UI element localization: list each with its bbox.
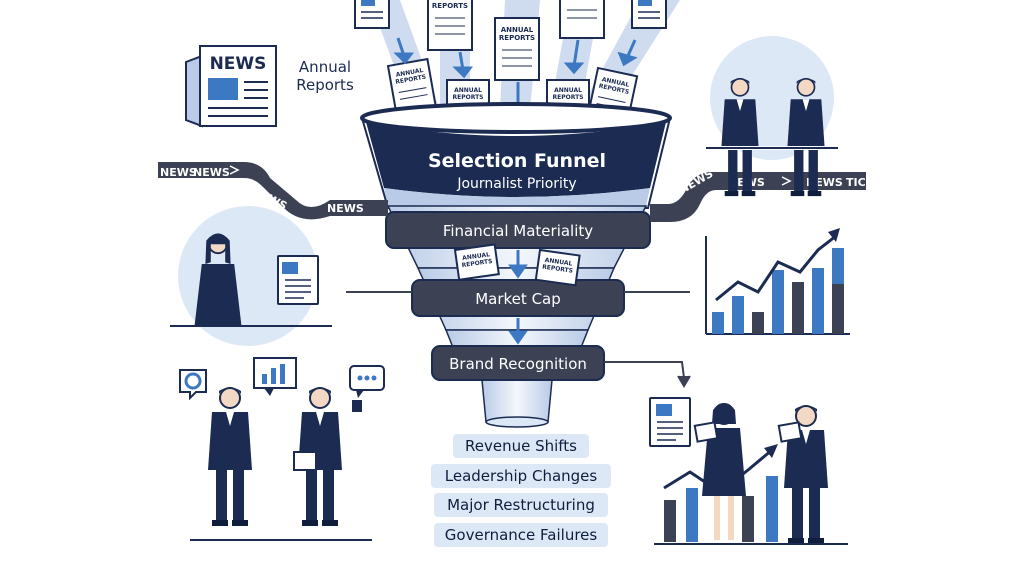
svg-text:ANNUAL: ANNUAL xyxy=(454,87,482,94)
stage-3-label: Brand Recognition xyxy=(449,355,587,373)
svg-text:ANNUAL: ANNUAL xyxy=(501,26,534,34)
stage-1-label: Financial Materiality xyxy=(443,222,593,240)
executives-illustration xyxy=(700,36,840,197)
news-ticker-right: NEWS NEWS NEWS TIC xyxy=(650,167,866,222)
svg-text:REPORTS: REPORTS xyxy=(453,94,484,101)
newspaper-masthead: NEWS xyxy=(210,54,267,74)
connector-lines xyxy=(346,291,691,388)
trigger-leadership-changes: Leadership Changes xyxy=(431,464,611,488)
presenter-illustration xyxy=(170,206,332,346)
stage-arrows xyxy=(508,250,528,345)
growth-bar-chart xyxy=(705,228,850,335)
svg-text:ANNUAL: ANNUAL xyxy=(544,257,573,268)
ticker-left-4: NEWS xyxy=(327,202,364,215)
svg-text:REPORTS: REPORTS xyxy=(499,34,535,42)
svg-text:ANNUAL: ANNUAL xyxy=(462,251,491,262)
funnel-title: Selection Funnel xyxy=(428,150,606,172)
svg-text:ANNUAL: ANNUAL xyxy=(554,87,582,94)
trigger-major-restructuring: Major Restructuring xyxy=(434,493,608,517)
annual-label-line1: Annual xyxy=(299,58,351,76)
newspaper-icon: NEWS xyxy=(185,45,277,128)
svg-text:ANNUAL: ANNUAL xyxy=(395,67,424,79)
svg-text:REPORTS: REPORTS xyxy=(461,258,493,269)
svg-text:REPORTS: REPORTS xyxy=(542,264,574,275)
stage-market-cap: Market Cap xyxy=(411,279,625,317)
stage-2-label: Market Cap xyxy=(475,290,561,308)
stage-financial-materiality: Financial Materiality xyxy=(385,211,651,249)
svg-text:ANNUAL: ANNUAL xyxy=(434,0,467,2)
ticker-right-4: TIC xyxy=(846,176,866,189)
trigger-revenue-shifts: Revenue Shifts xyxy=(453,434,589,458)
ticker-left-2: NEWS xyxy=(193,166,230,179)
analysts-illustration xyxy=(649,397,848,545)
speakers-illustration xyxy=(179,357,385,541)
ticker-left-1: NEWS xyxy=(160,166,197,179)
annual-label-line2: Reports xyxy=(296,76,354,94)
svg-text:REPORTS: REPORTS xyxy=(564,0,600,2)
svg-text:REPORTS: REPORTS xyxy=(432,2,468,10)
trigger-governance-failures: Governance Failures xyxy=(434,523,608,547)
svg-text:REPORTS: REPORTS xyxy=(553,94,584,101)
funnel-subtitle: Journalist Priority xyxy=(456,176,576,192)
stage-brand-recognition: Brand Recognition xyxy=(431,345,605,381)
news-ticker-left: NEWS NEWS NEWS NEWS xyxy=(158,162,388,220)
filtered-documents: ANNUAL REPORTS ANNUAL REPORTS xyxy=(453,243,581,287)
